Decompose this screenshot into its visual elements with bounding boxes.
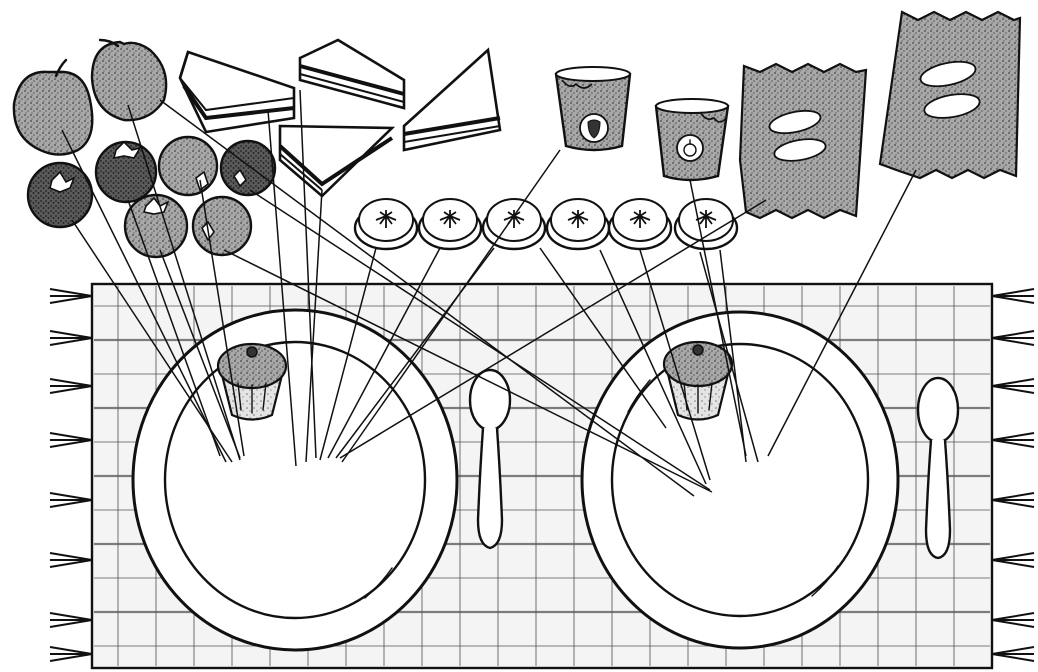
fringe-strand <box>992 331 1034 338</box>
fringe-strand <box>992 386 1034 393</box>
fringe-strand <box>50 500 92 507</box>
fringe-strand <box>50 654 92 661</box>
fringe-strand <box>50 613 92 620</box>
banana-slice <box>609 199 671 249</box>
fringe-strand <box>50 379 92 386</box>
fringe-strand <box>992 553 1034 560</box>
yogurt-cup-apple <box>656 99 728 180</box>
fringe-strand <box>50 289 92 296</box>
fringe-strand <box>992 560 1034 567</box>
fringe-strand <box>50 331 92 338</box>
fringe-strand <box>992 500 1034 507</box>
snack-bag-2 <box>880 12 1020 178</box>
fringe-strand <box>992 338 1034 345</box>
fringe-strand <box>50 493 92 500</box>
sandwich-2 <box>300 40 404 108</box>
tablecloth-fringe-left <box>50 289 92 661</box>
fringe-strand <box>50 553 92 560</box>
fringe-strand <box>50 440 92 447</box>
tomato-3 <box>159 137 217 195</box>
yogurt-cup-strawberry <box>556 67 630 150</box>
tomato-2 <box>96 142 156 202</box>
banana-slice <box>483 199 545 249</box>
fringe-strand <box>992 493 1034 500</box>
fringe-strand <box>50 560 92 567</box>
fringe-strand <box>992 654 1034 661</box>
fringe-strand <box>992 433 1034 440</box>
fringe-strand <box>992 296 1034 303</box>
sandwich-4 <box>280 126 392 196</box>
banana-slices <box>355 199 737 249</box>
fringe-strand <box>50 433 92 440</box>
snack-bag-1 <box>740 64 866 218</box>
fringe-strand <box>992 379 1034 386</box>
fringe-strand <box>50 647 92 654</box>
tomato-4 <box>221 141 275 195</box>
fringe-strand <box>992 613 1034 620</box>
sandwich-3 <box>404 50 500 150</box>
fringe-strand <box>50 386 92 393</box>
tomato-5 <box>125 195 187 257</box>
fringe-strand <box>992 620 1034 627</box>
fringe-strand <box>992 289 1034 296</box>
plate-right <box>582 312 898 648</box>
fringe-strand <box>50 620 92 627</box>
fringe-strand <box>992 647 1034 654</box>
banana-slice <box>419 199 481 249</box>
fringe-strand <box>992 440 1034 447</box>
banana-slice <box>355 199 417 249</box>
tablecloth-fringe-right <box>992 289 1034 661</box>
tomato-6 <box>193 197 251 255</box>
fringe-strand <box>50 296 92 303</box>
apple-1 <box>14 60 92 155</box>
fringe-strand <box>50 338 92 345</box>
sandwich-1 <box>180 52 294 132</box>
banana-slice <box>547 199 609 249</box>
